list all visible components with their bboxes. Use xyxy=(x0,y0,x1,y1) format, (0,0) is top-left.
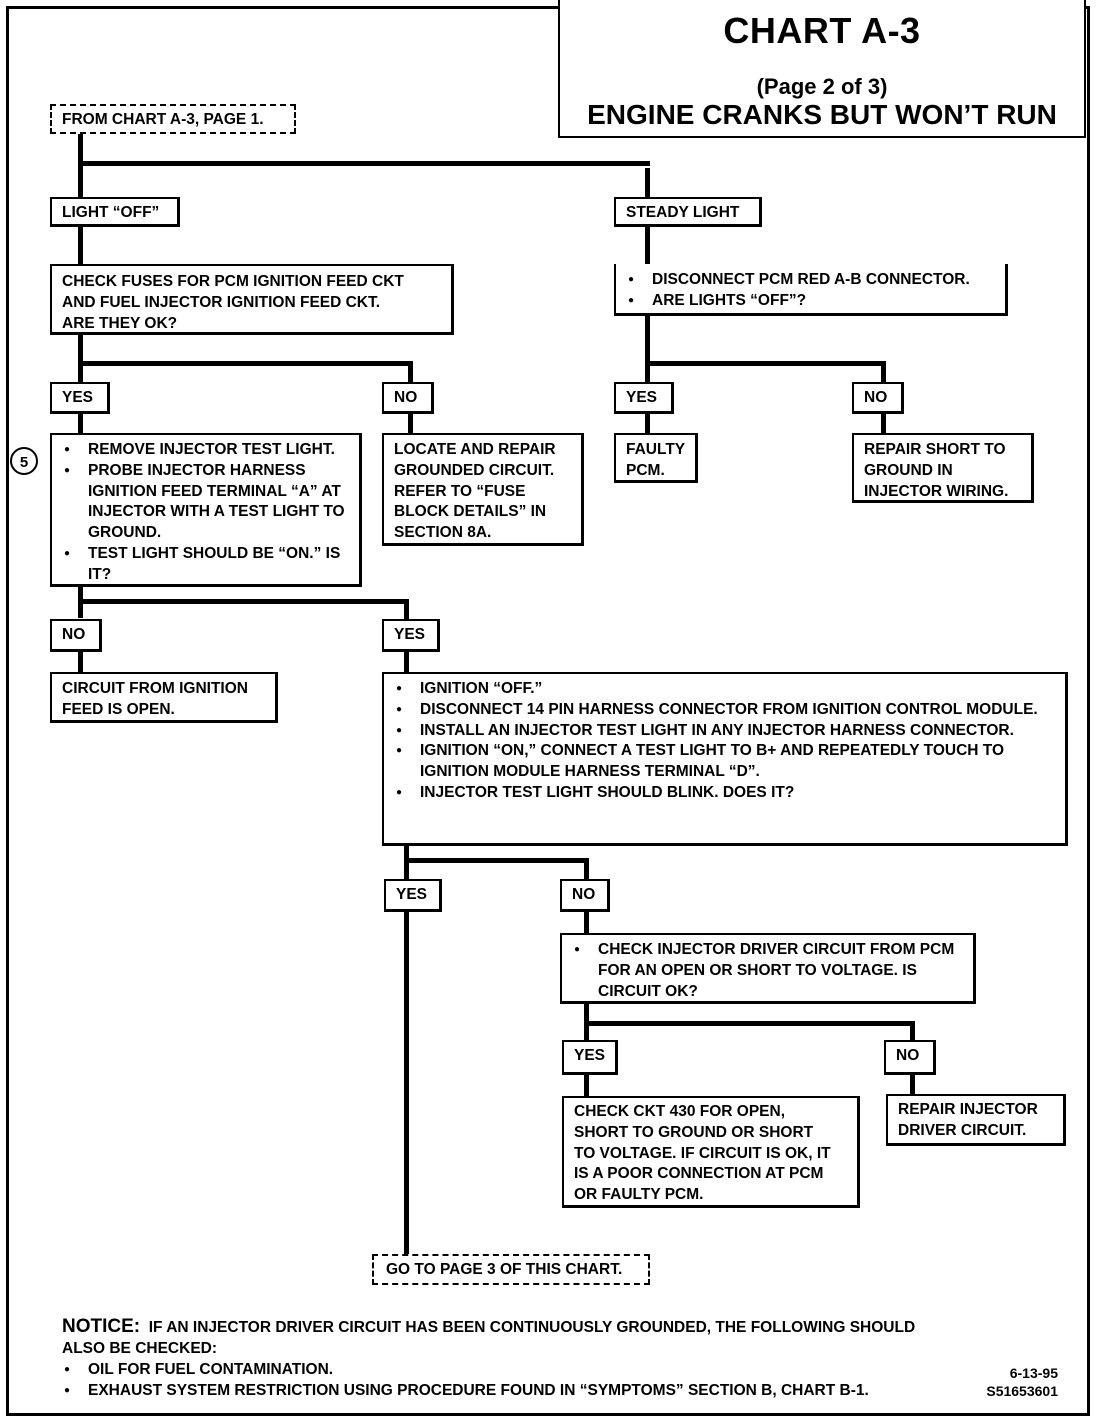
connector-line xyxy=(404,911,409,1257)
connector-line xyxy=(584,1074,589,1096)
blink-no-label: NO xyxy=(560,879,610,912)
notice-item: OIL FOR FUEL CONTAMINATION. xyxy=(62,1359,942,1380)
check-fuses-line: CHECK FUSES FOR PCM IGNITION FEED CKT xyxy=(62,273,404,290)
connector-line xyxy=(404,858,589,863)
remove-injector-item: REMOVE INJECTOR TEST LIGHT. xyxy=(62,440,349,461)
repair-driver-result: REPAIR INJECTOR DRIVER CIRCUIT. xyxy=(886,1094,1066,1146)
repair-short-line: REPAIR SHORT TO xyxy=(864,441,1006,458)
fuses-no-label: NO xyxy=(382,382,434,414)
ignition-test-step: IGNITION “OFF.” DISCONNECT 14 PIN HARNES… xyxy=(382,672,1068,846)
lights-yes-label: YES xyxy=(614,382,674,414)
repair-short-result: REPAIR SHORT TO GROUND IN INJECTOR WIRIN… xyxy=(852,433,1034,503)
connector-line xyxy=(881,366,886,383)
connector-line xyxy=(584,863,589,881)
check-fuses-line: ARE THEY OK? xyxy=(62,314,178,332)
notice-item: EXHAUST SYSTEM RESTRICTION USING PROCEDU… xyxy=(62,1380,942,1401)
check-ckt430-line: SHORT TO GROUND OR SHORT xyxy=(574,1123,814,1141)
chart-title: CHART A-3 xyxy=(723,10,921,51)
repair-short-line: GROUND IN xyxy=(864,461,953,479)
circuit-open-result: CIRCUIT FROM IGNITION FEED IS OPEN. xyxy=(50,672,278,723)
remove-injector-item: TEST LIGHT SHOULD BE “ON.” IS IT? xyxy=(62,544,349,586)
remove-injector-item: PROBE INJECTOR HARNESS IGNITION FEED TER… xyxy=(62,461,349,544)
driver-no-label: NO xyxy=(884,1040,936,1075)
disconnect-pcm-item: ARE LIGHTS “OFF”? xyxy=(626,291,995,312)
connector-line xyxy=(645,413,650,433)
connector-line xyxy=(408,413,413,433)
notice-block: NOTICE: IF AN INJECTOR DRIVER CIRCUIT HA… xyxy=(62,1316,942,1401)
circuit-open-line: FEED IS OPEN. xyxy=(62,700,175,718)
disconnect-pcm-item: DISCONNECT PCM RED A-B CONNECTOR. xyxy=(626,270,995,291)
locate-repair-line: LOCATE AND REPAIR xyxy=(394,441,556,458)
check-ckt430-result: CHECK CKT 430 FOR OPEN, SHORT TO GROUND … xyxy=(562,1096,860,1208)
locate-repair-line: GROUNDED CIRCUIT. xyxy=(394,461,555,479)
connector-line xyxy=(910,1074,915,1096)
connector-line xyxy=(78,161,650,166)
driver-yes-label: YES xyxy=(562,1040,618,1075)
doc-stamp: 6-13-95 S51653601 xyxy=(986,1364,1058,1400)
repair-driver-line: REPAIR INJECTOR xyxy=(898,1101,1038,1118)
notice-heading: NOTICE: xyxy=(62,1316,141,1337)
check-fuses-line: AND FUEL INJECTOR IGNITION FEED CKT. xyxy=(62,293,381,311)
connector-line xyxy=(645,226,650,264)
check-ckt430-line: OR FAULTY PCM. xyxy=(574,1186,704,1204)
check-ckt430-line: CHECK CKT 430 FOR OPEN, xyxy=(574,1103,786,1120)
faulty-pcm-result: FAULTY PCM. xyxy=(614,433,698,483)
locate-repair-line: REFER TO “FUSE xyxy=(394,482,526,500)
faulty-pcm-line: FAULTY xyxy=(626,441,686,458)
check-ckt430-line: TO VOLTAGE. IF CIRCUIT IS OK, IT xyxy=(574,1144,831,1162)
connector-line xyxy=(404,604,409,620)
notice-text: IF AN INJECTOR DRIVER CIRCUIT HAS BEEN C… xyxy=(62,1319,916,1357)
circuit-open-line: CIRCUIT FROM IGNITION xyxy=(62,680,248,697)
connector-line xyxy=(408,366,413,382)
fuses-yes-label: YES xyxy=(50,382,110,414)
steady-light-label: STEADY LIGHT xyxy=(614,197,762,227)
test-light-no-label: NO xyxy=(50,619,102,652)
connector-line xyxy=(584,911,589,933)
from-chart-a3-page1: FROM CHART A-3, PAGE 1. xyxy=(50,104,296,134)
light-off-label: LIGHT “OFF” xyxy=(50,197,180,227)
connector-line xyxy=(645,361,886,366)
connector-line xyxy=(404,845,409,881)
locate-repair-step: LOCATE AND REPAIR GROUNDED CIRCUIT. REFE… xyxy=(382,433,584,546)
connector-line xyxy=(645,315,650,383)
doc-code: S51653601 xyxy=(986,1383,1058,1399)
connector-line xyxy=(78,334,83,382)
ignition-test-item: INJECTOR TEST LIGHT SHOULD BLINK. DOES I… xyxy=(394,783,1055,804)
disconnect-pcm-step: DISCONNECT PCM RED A-B CONNECTOR. ARE LI… xyxy=(614,264,1008,316)
test-light-yes-label: YES xyxy=(382,619,440,652)
faulty-pcm-line: PCM. xyxy=(626,461,665,479)
connector-line xyxy=(78,226,83,264)
connector-line xyxy=(584,1021,915,1026)
connector-line xyxy=(404,651,409,673)
check-ckt430-line: IS A POOR CONNECTION AT PCM xyxy=(574,1165,824,1183)
repair-driver-line: DRIVER CIRCUIT. xyxy=(898,1121,1027,1139)
repair-short-line: INJECTOR WIRING. xyxy=(864,482,1009,500)
connector-line xyxy=(78,599,409,604)
lights-no-label: NO xyxy=(852,382,904,414)
locate-repair-line: SECTION 8A. xyxy=(394,524,492,542)
page-frame xyxy=(6,6,1090,1416)
blink-yes-label: YES xyxy=(384,879,442,912)
check-driver-item: CHECK INJECTOR DRIVER CIRCUIT FROM PCM F… xyxy=(572,940,963,1002)
ignition-test-item: DISCONNECT 14 PIN HARNESS CONNECTOR FROM… xyxy=(394,700,1055,721)
check-fuses-step: CHECK FUSES FOR PCM IGNITION FEED CKT AN… xyxy=(50,264,454,335)
ignition-test-item: IGNITION “OFF.” xyxy=(394,679,1055,700)
ignition-test-item: IGNITION “ON,” CONNECT A TEST LIGHT TO B… xyxy=(394,741,1055,783)
doc-date: 6-13-95 xyxy=(1009,1365,1058,1381)
connector-line xyxy=(645,168,650,198)
page-indicator: (Page 2 of 3) xyxy=(756,74,888,99)
locate-repair-line: BLOCK DETAILS” IN xyxy=(394,503,547,521)
title-block: CHART A-3 (Page 2 of 3) ENGINE CRANKS BU… xyxy=(558,0,1086,138)
step-5-marker: 5 xyxy=(10,447,38,475)
connector-line xyxy=(78,413,83,433)
chart-subtitle: ENGINE CRANKS BUT WON’T RUN xyxy=(587,99,1057,130)
remove-injector-step: REMOVE INJECTOR TEST LIGHT. PROBE INJECT… xyxy=(50,433,362,587)
connector-line xyxy=(78,361,413,366)
ignition-test-item: INSTALL AN INJECTOR TEST LIGHT IN ANY IN… xyxy=(394,721,1055,742)
connector-line xyxy=(78,651,83,673)
check-driver-step: CHECK INJECTOR DRIVER CIRCUIT FROM PCM F… xyxy=(560,933,976,1004)
goto-page3: GO TO PAGE 3 OF THIS CHART. xyxy=(372,1254,650,1285)
connector-line xyxy=(910,1026,915,1040)
connector-line xyxy=(881,413,886,433)
